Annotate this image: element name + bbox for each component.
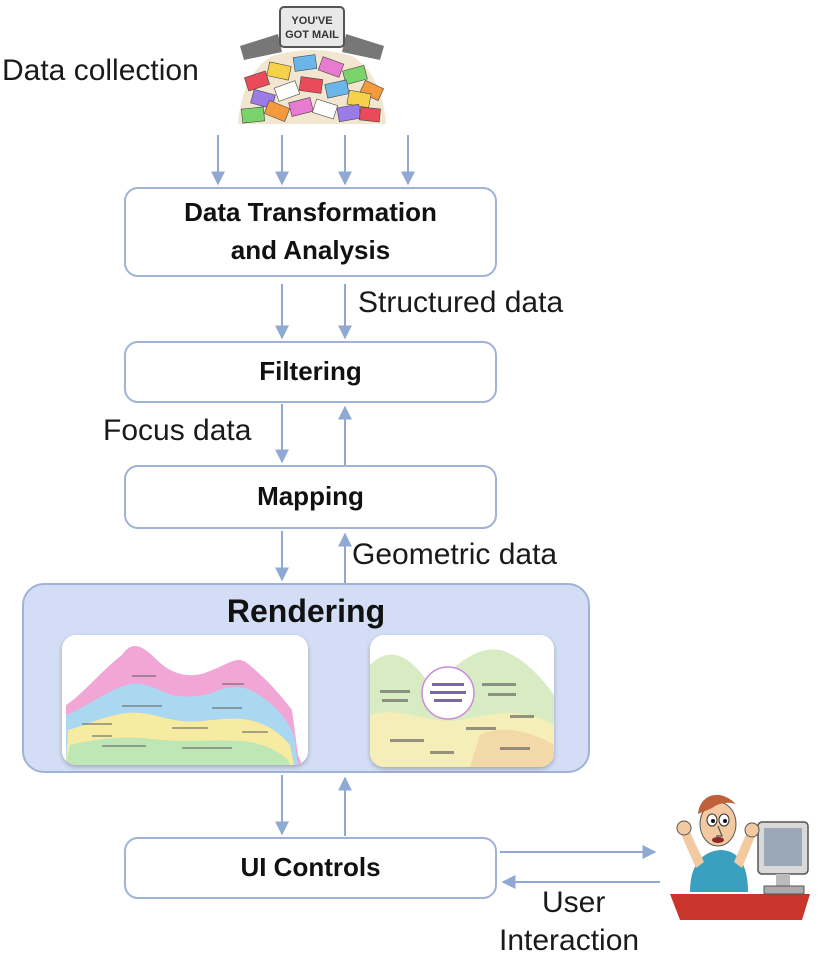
label-interaction: Interaction [499,924,640,957]
box-data-transformation-line2: and Analysis [230,235,391,265]
box-ui-controls: UI Controls [124,837,497,899]
box-data-transformation-line1: Data Transformation [184,197,437,228]
box-filtering: Filtering [124,341,497,403]
label-focus-data: Focus data [103,414,252,447]
label-data-collection: Data collection [2,54,199,87]
box-filtering-label: Filtering [259,356,362,387]
mail-pile-illustration: YOU'VE GOT MAIL [238,6,386,124]
label-user: User [542,886,606,919]
streamgraph-image [62,635,308,765]
box-mapping: Mapping [124,465,497,529]
wordcloud-image [370,635,554,767]
box-mapping-label: Mapping [257,481,364,512]
rendering-thumbnail-wordcloud [370,635,554,767]
box-data-transformation: Data Transformation and Analysis [124,187,497,277]
label-geometric-data: Geometric data [352,538,558,571]
user-at-computer-illustration [670,794,810,920]
mail-sign-line2: GOT MAIL [285,29,339,41]
rendering-title: Rendering [226,593,386,629]
mail-sign-line1: YOU'VE [291,15,332,27]
rendering-thumbnail-streamgraph [62,635,308,765]
label-structured-data: Structured data [358,286,564,319]
box-ui-controls-label: UI Controls [240,852,381,883]
rendering-panel: Rendering [22,583,590,773]
